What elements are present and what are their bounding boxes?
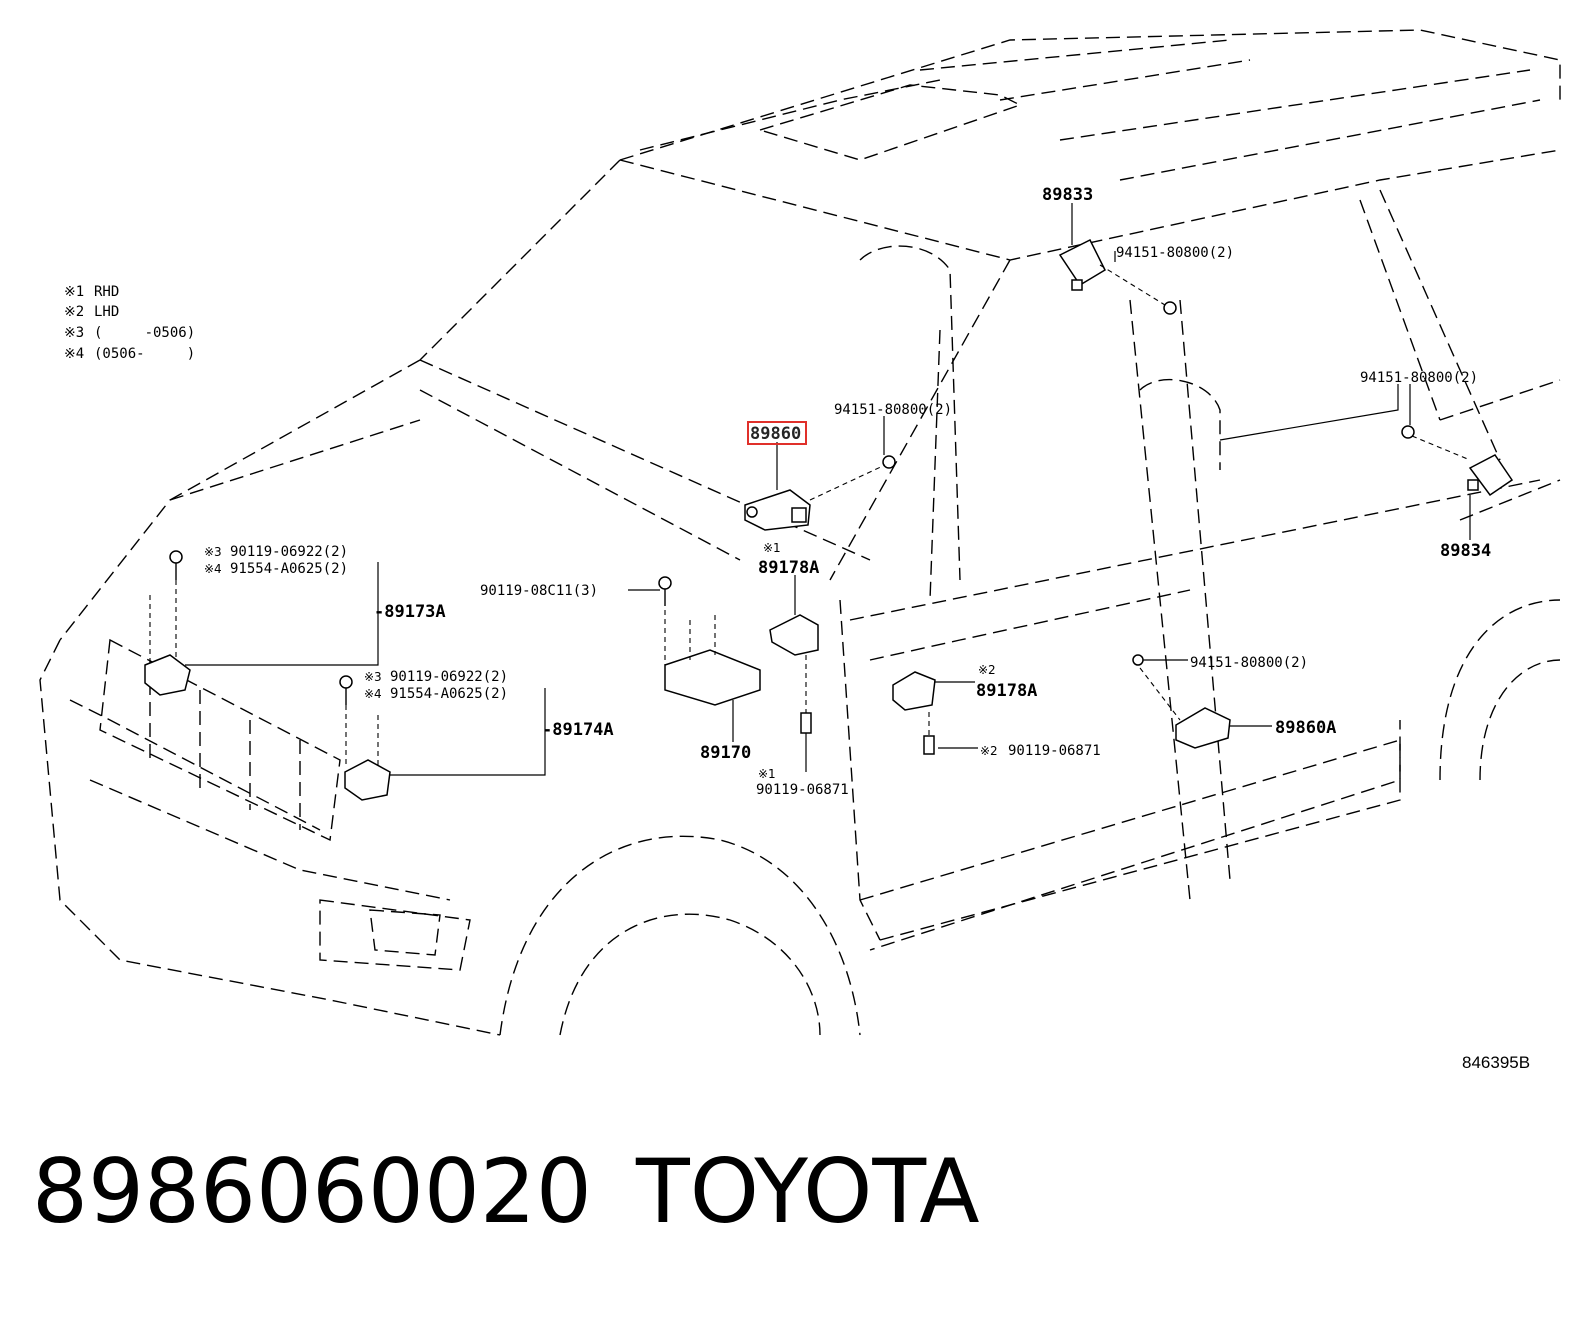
callout-91554-A0625-b: 91554-A0625(2) [390,686,508,702]
nut-94151-a [1163,301,1177,315]
bolt-90119-06922-a [169,550,183,564]
callout-90119-08C11: 90119-08C11(3) [480,583,598,599]
legend-item-3-text: ( -0506) [94,325,195,341]
legend: ※1 RHD ※2 LHD ※3 ( -0506) ※4 (0506- ) [64,284,195,362]
mark-3-b: ※3 [364,670,382,684]
parts [144,238,1514,801]
vehicle-outline [39,29,1561,1036]
mark-1-a: ※1 [763,541,781,555]
nut-94151-b [882,455,896,469]
legend-item-3: ※3 [64,325,84,341]
part-89834-sensor [1467,454,1514,497]
bolt-90119-06871-a [800,712,812,734]
callout-89174A: -89174A [542,720,614,740]
highlight-box [747,421,807,445]
brand-name: TOYOTA [635,1140,980,1243]
diagram-code: 846395B [1462,1053,1530,1072]
part-89170-airbag-ecu [664,649,761,706]
clip-94151-d [1132,654,1144,666]
leader-lines [149,203,1471,776]
callout-90119-06922-b: 90119-06922(2) [390,669,508,685]
part-number: 8986060020 [32,1140,592,1243]
part-89860A-sensor [1175,707,1231,749]
callout-94151-80800-a: 94151-80800(2) [1116,245,1234,261]
legend-item-1: ※1 [64,284,84,300]
part-89173A-sensor [144,654,191,696]
legend-item-4: ※4 [64,346,84,362]
callout-89173A: -89173A [374,602,446,622]
part-89178A-bracket-2 [892,671,936,711]
callout-94151-80800-b: 94151-80800(2) [834,402,952,418]
part-89174A-sensor [344,759,391,801]
callout-94151-80800-d: 94151-80800(2) [1190,655,1308,671]
callout-89860A: 89860A [1275,718,1336,738]
mark-2-a: ※2 [978,663,996,677]
bolt-90119-08C11 [658,576,672,590]
legend-item-4-text: (0506- ) [94,346,195,362]
legend-item-2: ※2 [64,304,84,320]
part-89860-sensor [744,489,811,531]
callout-89860: 89860 [750,424,801,444]
callout-89170: 89170 [700,743,751,763]
mark-4-a: ※4 [204,562,222,576]
mark-4-b: ※4 [364,687,382,701]
bolt-90119-06922-b [339,675,353,689]
callout-89178A-2: 89178A [976,681,1037,701]
part-89178A-bracket-1 [769,614,819,656]
bolt-90119-06871-b [923,735,935,755]
callout-90119-06922-a: 90119-06922(2) [230,544,348,560]
mark-2-b: ※2 [980,744,998,758]
callout-89834: 89834 [1440,541,1491,561]
callout-94151-80800-c: 94151-80800(2) [1360,370,1478,386]
part-89833-sensor [1058,238,1106,291]
legend-item-2-text: LHD [94,304,119,320]
nut-94151-c [1401,425,1415,439]
callout-89178A-1: 89178A [758,558,819,578]
callout-91554-A0625-a: 91554-A0625(2) [230,561,348,577]
callout-90119-06871-a: 90119-06871 [756,782,849,798]
callout-89833: 89833 [1042,185,1093,205]
callouts: 89833 94151-80800(2) 94151-80800(2) 8986… [204,185,1491,798]
legend-item-1-text: RHD [94,284,119,300]
mark-3-a: ※3 [204,545,222,559]
callout-90119-06871-b: 90119-06871 [1008,743,1101,759]
mark-1-b: ※1 [758,767,776,781]
